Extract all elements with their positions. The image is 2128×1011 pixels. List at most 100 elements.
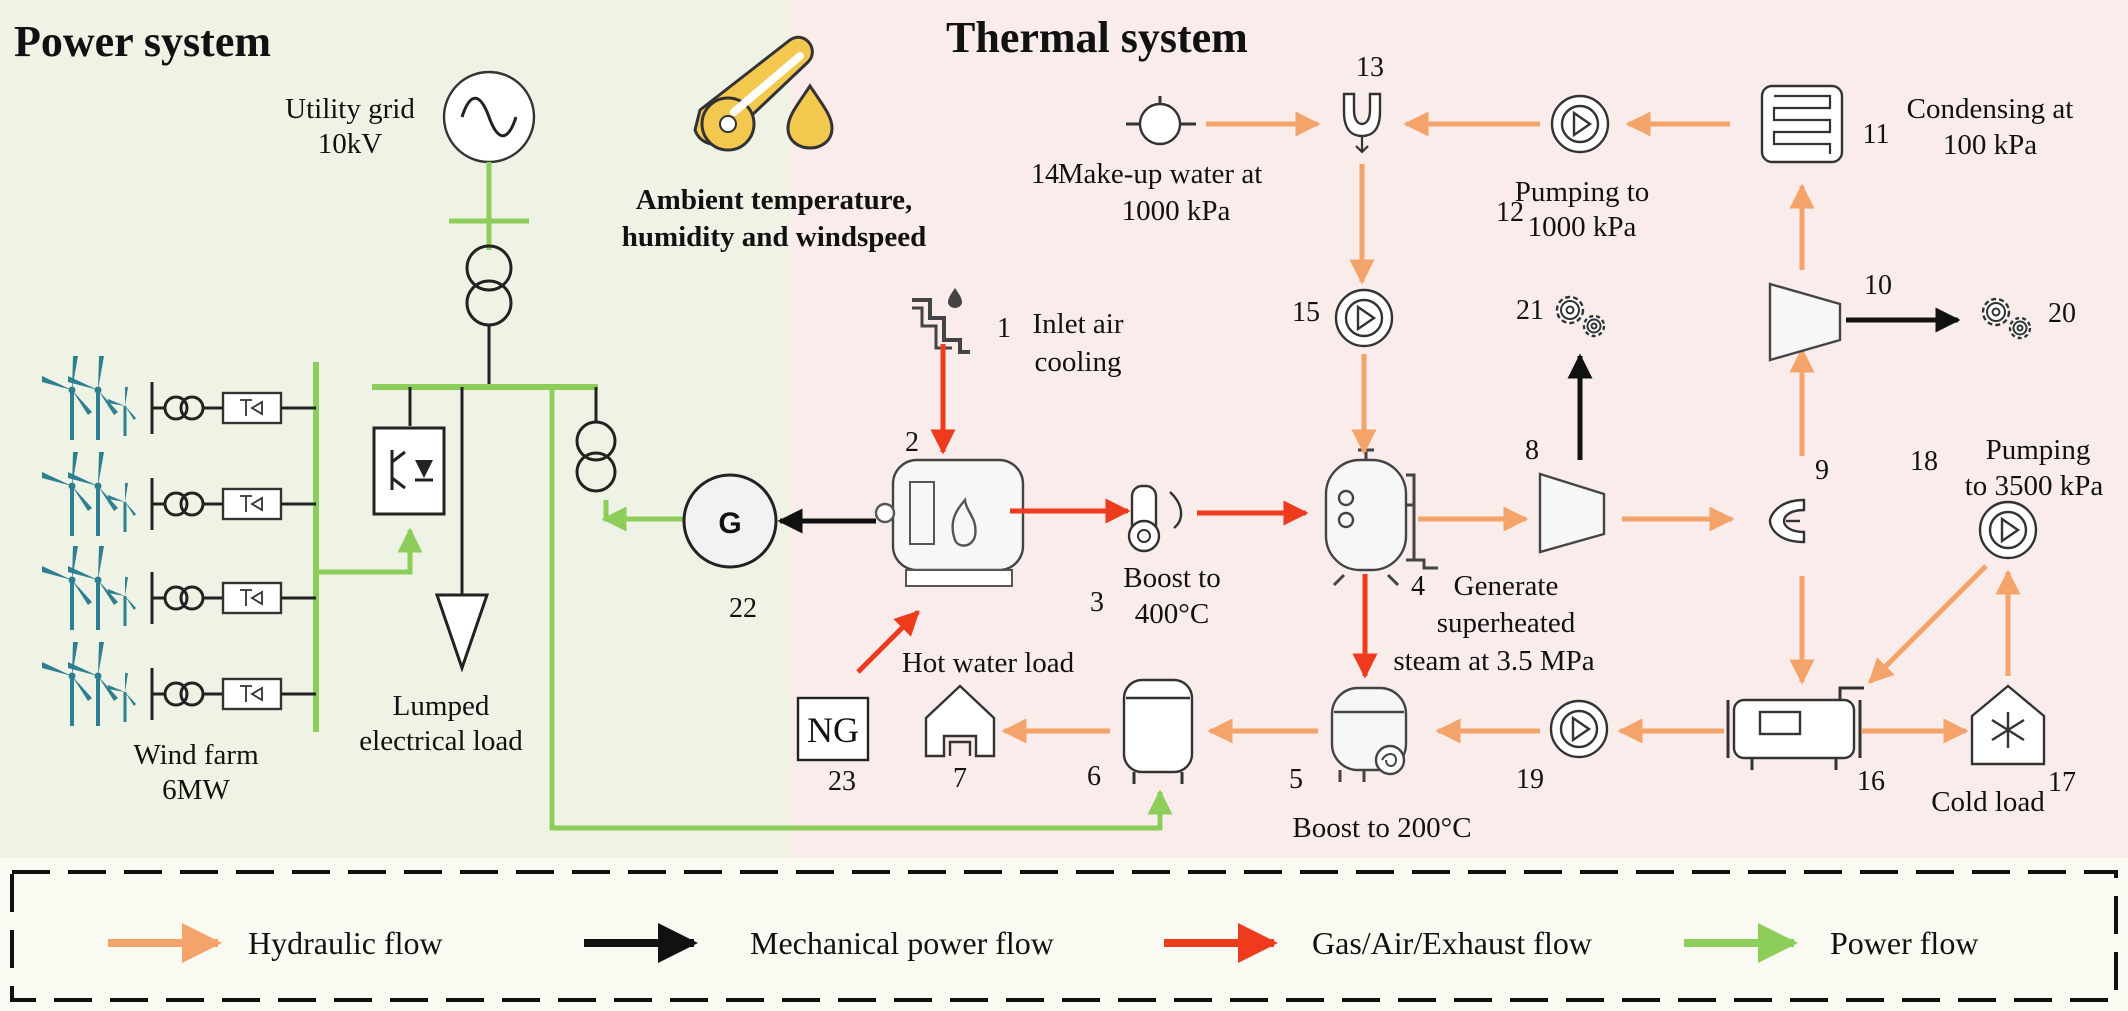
node-4-label-2: superheated — [1437, 607, 1576, 639]
node-11-number: 11 — [1863, 119, 1890, 150]
node-5-label: Boost to 200°C — [1292, 812, 1471, 844]
node-14-number: 14 — [1031, 159, 1059, 190]
node-16-number: 16 — [1857, 766, 1885, 797]
hrsg-4 — [1324, 448, 1438, 587]
node-11-label-2: 100 kPa — [1943, 129, 2037, 161]
node-12-label-2: 1000 kPa — [1528, 211, 1637, 243]
node-13-number: 13 — [1356, 52, 1384, 83]
pump-19-icon — [1549, 699, 1609, 759]
wind-turbine-row-4 — [40, 640, 316, 728]
node-4-number: 4 — [1411, 571, 1425, 602]
node-5-number: 5 — [1289, 764, 1303, 795]
node-3-label-2: 400°C — [1135, 598, 1209, 630]
natural-gas-23: NG 23 — [796, 696, 870, 797]
thermal-system-title: Thermal system — [946, 13, 1248, 62]
node-14-label-2: 1000 kPa — [1122, 195, 1231, 227]
lumped-load-label-2: electrical load — [359, 725, 523, 757]
node-7-label: Hot water load — [902, 647, 1075, 679]
wind-turbine-row-1 — [40, 354, 316, 442]
legend: Hydraulic flow Mechanical power flow Gas… — [108, 923, 1978, 963]
node-3-number: 3 — [1090, 587, 1104, 618]
node-10-number: 10 — [1864, 270, 1892, 301]
power-converter-icon — [372, 426, 446, 516]
gas-turbine-icon — [891, 458, 1025, 572]
node-7-number: 7 — [953, 763, 967, 794]
node-21-number: 21 — [1516, 295, 1544, 326]
steam-turbine-10-icon — [1768, 282, 1842, 362]
wind-farm-capacity: 6MW — [162, 774, 230, 806]
node-18-label: Pumping — [1986, 434, 2091, 466]
hrsg-icon — [1324, 458, 1408, 572]
splitter-9-icon — [1768, 498, 1806, 544]
pump-12-icon — [1550, 94, 1610, 154]
node-18-number: 18 — [1910, 446, 1938, 477]
node-23-number: 23 — [828, 766, 856, 797]
wind-power-flow-arrow — [316, 527, 423, 575]
node-4-label: Generate — [1454, 570, 1559, 602]
node-11-label: Condensing at — [1907, 93, 2074, 125]
utility-grid-voltage: 10kV — [318, 128, 383, 160]
node-20-number: 20 — [2048, 298, 2076, 329]
legend-label-gas: Gas/Air/Exhaust flow — [1312, 925, 1592, 961]
node-18-label-2: to 3500 kPa — [1965, 470, 2104, 502]
node-1-label: Inlet air — [1033, 308, 1124, 340]
node-19-number: 19 — [1516, 764, 1544, 795]
node-22-number: 22 — [729, 593, 757, 624]
boost-200-5-icon — [1330, 686, 1408, 782]
pump-15-icon — [1334, 288, 1394, 348]
heater-power-flow-arrow — [549, 387, 1173, 831]
node-4-label-3: steam at 3.5 MPa — [1393, 645, 1594, 677]
node-1-number: 1 — [997, 313, 1011, 344]
steam-turbine-8-icon — [1538, 472, 1606, 554]
storage-tank-6-icon — [1122, 678, 1194, 784]
node-3-label: Boost to — [1123, 562, 1221, 594]
inlet-air-cooling-icon — [912, 288, 970, 354]
generator-icon — [682, 473, 778, 569]
make-up-water-valve-icon — [1126, 96, 1196, 146]
node-8-number: 8 — [1525, 435, 1539, 466]
chiller-16-icon — [1726, 686, 1864, 770]
fuel-gas-flow-arrow — [856, 610, 920, 674]
pump-18-to-chiller-arrow — [1868, 564, 1988, 684]
wind-turbine-row-3 — [40, 544, 316, 632]
ng-box-icon — [796, 696, 870, 762]
generator-symbol: G — [718, 507, 741, 540]
node-14-label: Make-up water at — [1058, 158, 1263, 190]
node-12-number: 12 — [1496, 197, 1524, 228]
thermometer-droplet-icon — [693, 36, 834, 152]
legend-label-hydraulic: Hydraulic flow — [248, 925, 443, 961]
power-system-title: Power system — [14, 17, 271, 66]
mixer-13-icon — [1342, 92, 1382, 154]
lumped-load-label: Lumped — [393, 690, 490, 722]
generator-22: G 22 — [682, 473, 778, 624]
utility-grid-label: Utility grid — [285, 93, 415, 125]
ng-symbol: NG — [807, 710, 859, 750]
ambient-label-2: humidity and windspeed — [622, 221, 927, 253]
utility-grid: Utility grid 10kV — [285, 70, 536, 164]
node-9-number: 9 — [1815, 455, 1829, 486]
legend-label-power: Power flow — [1830, 925, 1978, 961]
generator-transformer-icon — [575, 420, 617, 493]
legend-label-mechanical: Mechanical power flow — [750, 925, 1054, 961]
node-12-label: Pumping to — [1515, 176, 1650, 208]
node-17-label: Cold load — [1931, 786, 2045, 818]
node-2-number: 2 — [905, 427, 919, 458]
node-17-number: 17 — [2048, 767, 2076, 798]
wind-farm-label: Wind farm — [133, 739, 259, 771]
cold-load-17-icon — [1970, 684, 2046, 766]
lumped-load-icon — [434, 593, 490, 673]
boost-400-icon — [1127, 484, 1183, 553]
gas-turbine-2: 2 — [874, 427, 1025, 587]
wind-farm: Wind farm 6MW — [40, 354, 319, 806]
condenser-11-icon — [1760, 84, 1844, 164]
legend-frame — [10, 870, 2118, 1002]
hot-water-load-7-icon — [924, 684, 996, 758]
wind-turbine-row-2 — [40, 450, 316, 538]
pump-18-icon — [1978, 500, 2038, 560]
node-15-number: 15 — [1292, 297, 1320, 328]
ambient-label-1: Ambient temperature, — [636, 184, 913, 216]
node-1-label-2: cooling — [1035, 346, 1122, 378]
node-6-number: 6 — [1087, 761, 1101, 792]
